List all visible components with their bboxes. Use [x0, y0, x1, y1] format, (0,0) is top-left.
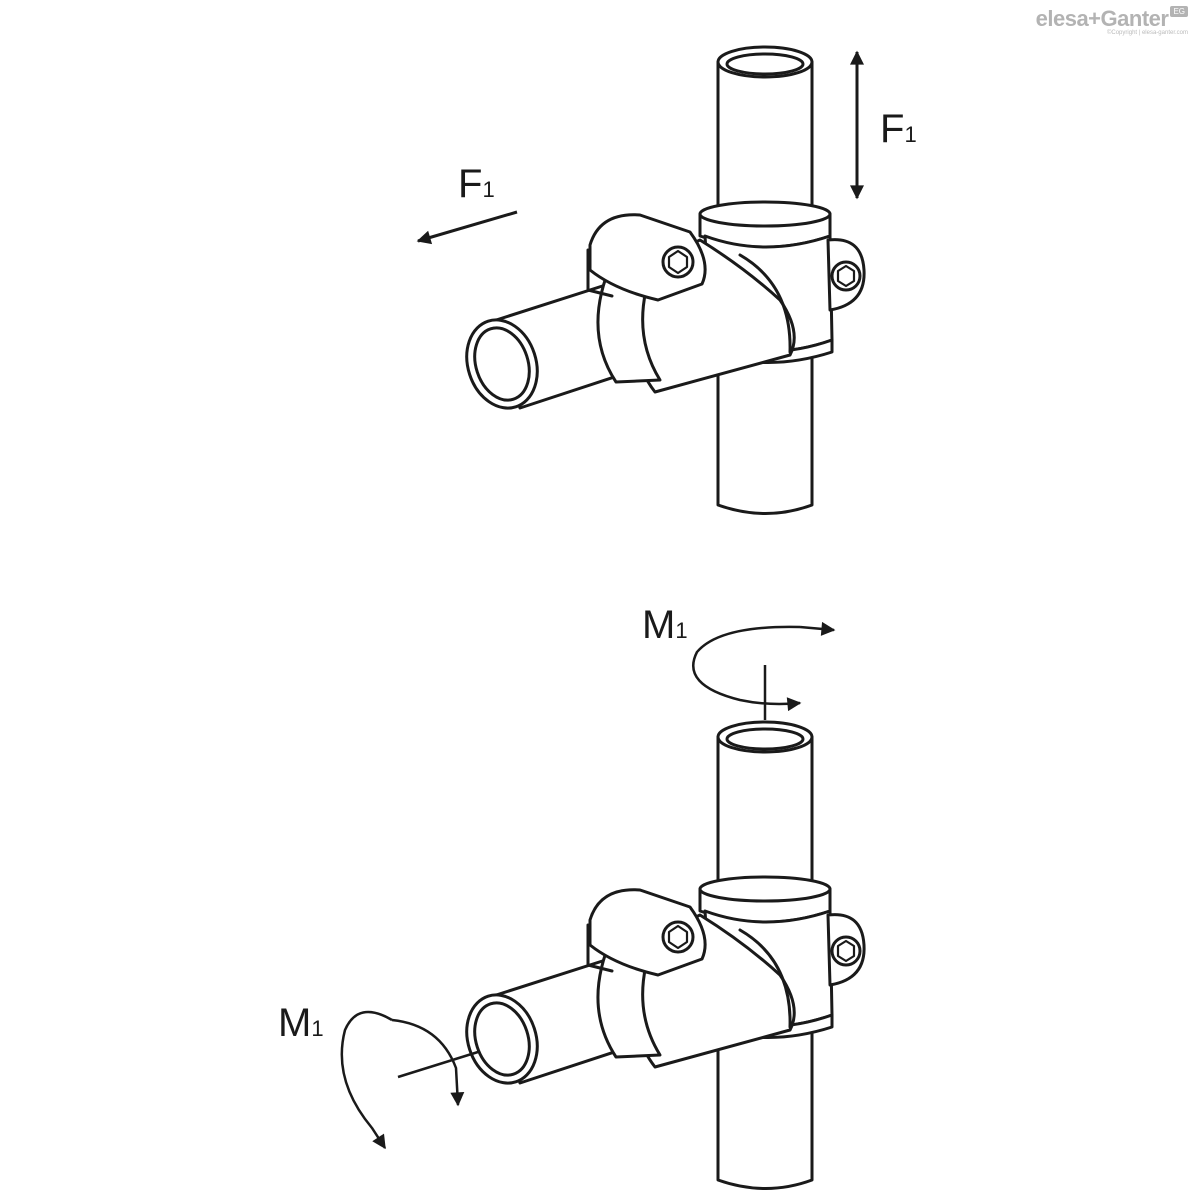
moment-vertical-arrow — [692, 621, 836, 720]
force-horizontal-arrow — [416, 210, 518, 245]
moment-horizontal-arrow — [340, 1010, 479, 1150]
force-vertical-label: F1 — [880, 107, 917, 151]
clamp-assembly-forces — [454, 45, 866, 515]
force-horizontal-label: F1 — [458, 162, 495, 206]
moment-vertical-label: M1 — [642, 603, 688, 647]
logo-copyright: ©Copyright | elesa-ganter.com — [1106, 30, 1188, 36]
logo-brand: elesa+Ganter — [1035, 6, 1169, 31]
clamp-assembly-moments — [454, 720, 866, 1190]
logo-badge: EG — [1170, 6, 1188, 17]
moment-horizontal-label: M1 — [278, 1001, 324, 1045]
